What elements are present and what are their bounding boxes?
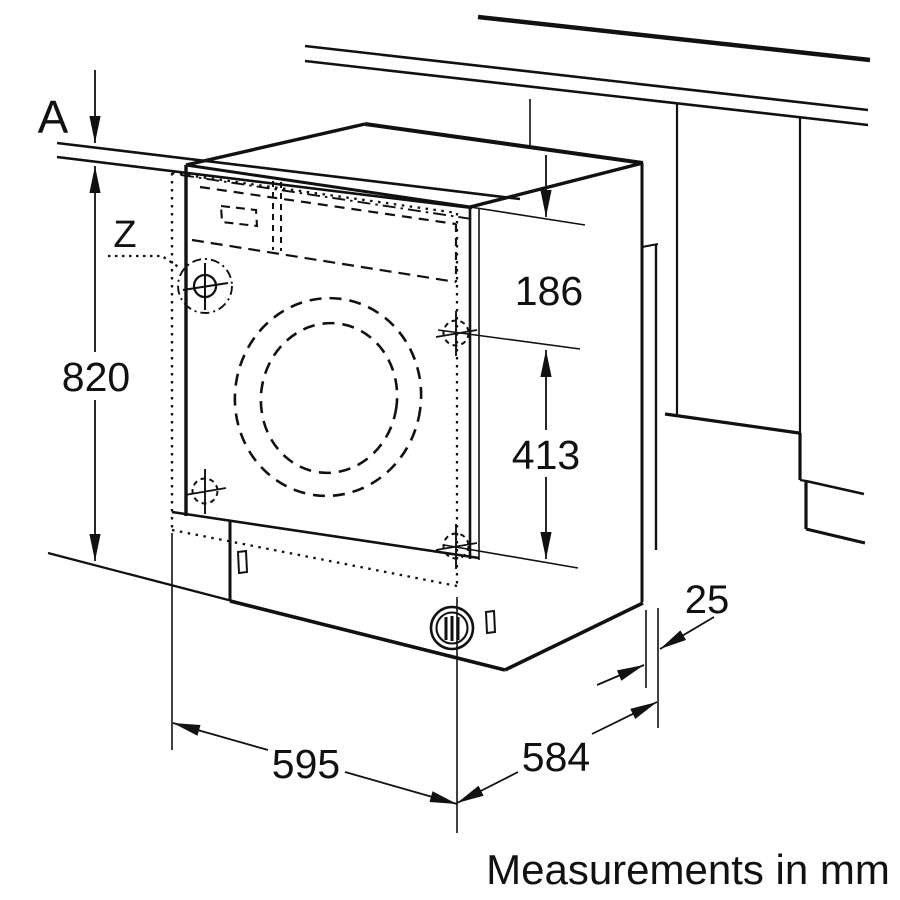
dim-hole-spacing: 413 bbox=[512, 432, 580, 559]
dim-worktop-gap: A bbox=[38, 70, 101, 143]
footer-note: Measurements in mm bbox=[486, 846, 890, 893]
hole-top-right bbox=[435, 311, 478, 356]
panel-height-label: 186 bbox=[515, 268, 583, 314]
worktop-lines bbox=[56, 14, 871, 210]
dim-niche-height: 820 bbox=[62, 166, 130, 561]
hinge-detail-label: Z bbox=[113, 214, 136, 256]
width-label: 595 bbox=[272, 741, 340, 787]
niche-height-label: 820 bbox=[62, 354, 130, 400]
dim-depth: 584 bbox=[456, 701, 658, 804]
plinth-slot-right bbox=[484, 609, 497, 635]
furniture-door-outline bbox=[170, 171, 459, 588]
hole-bottom-left bbox=[184, 469, 227, 514]
service-knob bbox=[429, 605, 475, 651]
machine-outline bbox=[171, 122, 644, 672]
depth-label: 584 bbox=[522, 734, 590, 780]
niche-wall-lines bbox=[641, 104, 866, 550]
worktop-gap-label: A bbox=[38, 91, 69, 143]
door-porthole-circles bbox=[233, 296, 423, 498]
dim-panel-height: 186 bbox=[515, 155, 583, 430]
hinge-detail-callout: Z bbox=[108, 214, 181, 269]
hole-hinge-z bbox=[177, 258, 233, 314]
rear-clearance-label: 25 bbox=[685, 578, 730, 622]
dim-width: 595 bbox=[172, 722, 458, 805]
dim-rear-clearance: 25 bbox=[596, 578, 730, 686]
display-window bbox=[219, 204, 259, 228]
control-panel bbox=[191, 181, 458, 284]
mounting-holes bbox=[177, 258, 478, 569]
plinth-slot-left bbox=[236, 549, 249, 575]
floor-line bbox=[47, 551, 241, 605]
extension-lines bbox=[171, 99, 659, 833]
niche-dashdot-line bbox=[180, 174, 473, 220]
hole-spacing-label: 413 bbox=[512, 432, 580, 478]
plinth-details bbox=[236, 549, 497, 651]
